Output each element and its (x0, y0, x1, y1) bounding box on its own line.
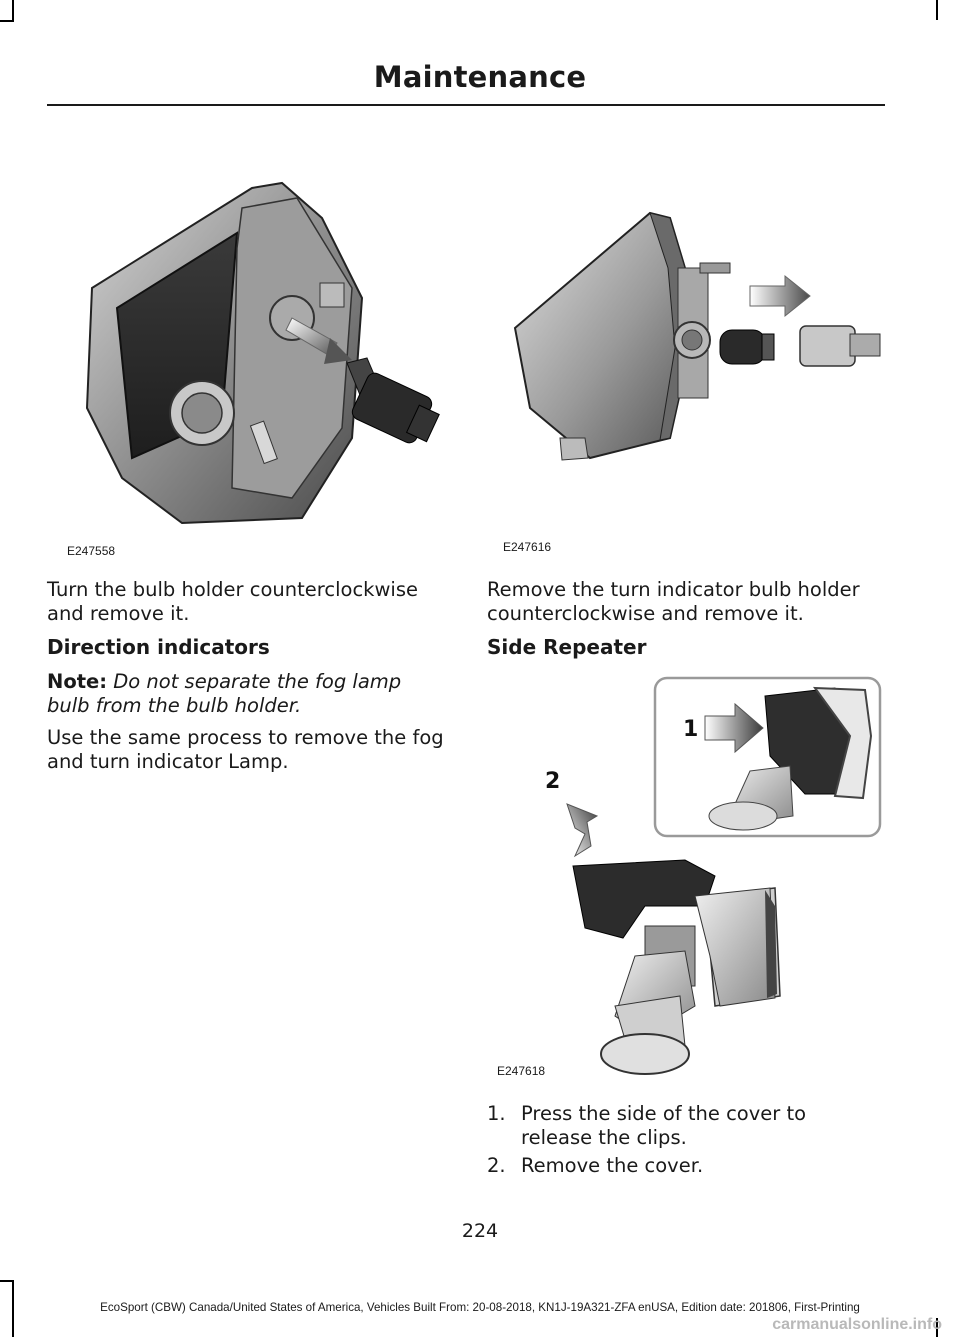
step-1: 1. Press the side of the cover to releas… (487, 1102, 887, 1152)
step-text: Press the side of the cover to release t… (521, 1102, 807, 1149)
step-text: Remove the cover. (521, 1154, 704, 1177)
crop-mark (0, 0, 1, 1337)
step-number: 1. (487, 1102, 506, 1125)
left-paragraph-2: Use the same process to remove the fog a… (47, 726, 444, 773)
step-2: 2. Remove the cover. (487, 1154, 887, 1180)
callout-1: 1 (683, 717, 698, 742)
crop-mark-bottom-left-v (12, 1280, 14, 1337)
step-number: 2. (487, 1154, 506, 1177)
figure-code-2: E247616 (503, 540, 552, 554)
page-title: Maintenance (373, 60, 587, 94)
figure-code-3: E247618 (497, 1064, 546, 1078)
crop-mark-bottom-left-h (0, 1280, 14, 1282)
side-repeater-mirror-illustration: 1 2 (545, 676, 882, 1075)
right-paragraph-1: Remove the turn indicator bulb holder co… (487, 578, 860, 625)
headlamp-bulb-removal-illustration (85, 181, 440, 525)
side-repeater-heading: Side Repeater (487, 635, 647, 659)
page-number: 224 (461, 1220, 499, 1242)
figure-code-1: E247558 (67, 544, 116, 558)
left-paragraph-1: Turn the bulb holder counterclockwise an… (47, 578, 418, 625)
crop-mark-top-right-v (936, 0, 938, 20)
edition-footer: EcoSport (CBW) Canada/United States of A… (100, 1301, 860, 1314)
crop-mark-top-left-h (0, 20, 14, 22)
watermark: carmanualsonline.info (772, 1316, 942, 1333)
note-text: Do not separate the fog lamp bulb from t… (47, 670, 402, 717)
callout-2: 2 (545, 769, 560, 794)
direction-indicators-heading: Direction indicators (47, 635, 270, 659)
note-paragraph: Note: Do not separate the fog lamp bulb … (47, 670, 447, 718)
crop-mark-top-left-v (12, 0, 14, 20)
turn-indicator-bulb-removal-illustration (513, 211, 881, 461)
crop-mark-bottom-right-v (936, 1318, 938, 1337)
note-label: Note: (47, 670, 108, 693)
header-divider (47, 104, 885, 106)
